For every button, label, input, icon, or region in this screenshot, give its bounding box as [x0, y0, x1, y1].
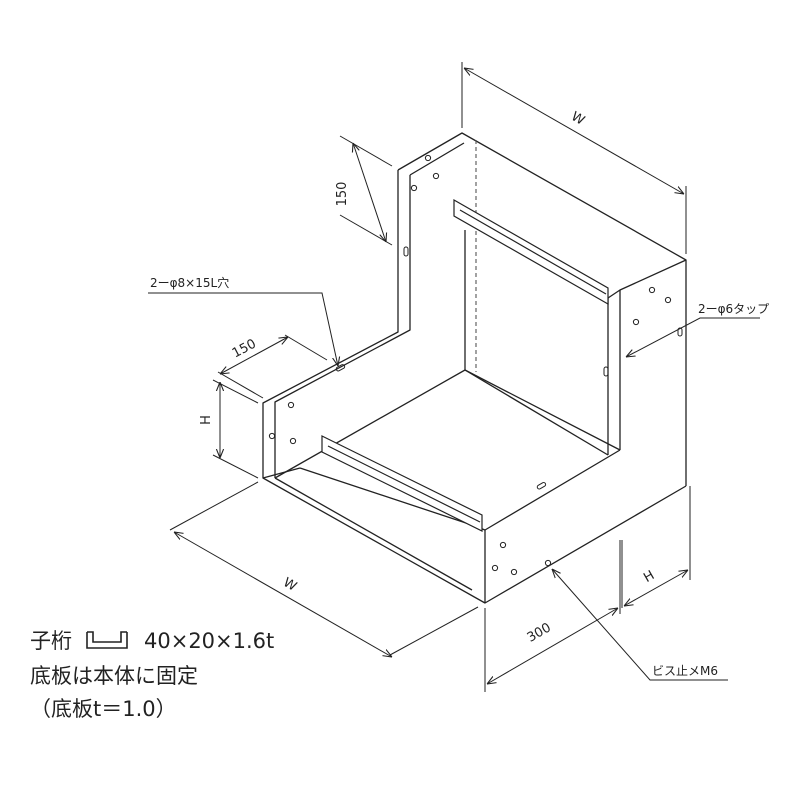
hole: [648, 286, 656, 294]
dim-flange-150-label: 150: [335, 182, 350, 207]
dim-height-right-label: H: [641, 568, 657, 586]
dim-bottom-w: [174, 532, 392, 657]
hole: [287, 401, 295, 409]
slot-hole: [403, 246, 409, 257]
note-crossbar-label: 子桁: [30, 629, 72, 653]
back-wall-inner: [409, 142, 465, 176]
leader-tap-hole: [626, 317, 760, 357]
slot-hole: [536, 482, 547, 490]
channel-section-icon: [84, 628, 130, 656]
leader-slot-hole: [148, 292, 338, 366]
hole: [289, 437, 297, 445]
note-line-3: （底板t＝1.0）: [30, 697, 177, 721]
hole: [424, 154, 432, 162]
dim-bottom-w-label: W: [280, 575, 299, 594]
callout-tap-hole: 2ーφ6タップ: [698, 302, 769, 316]
right-end-inner: [607, 289, 621, 450]
dim-depth-300-label: 300: [525, 620, 554, 645]
note-crossbar-spec: 40×20×1.6t: [144, 629, 275, 653]
floor-inner-right: [464, 369, 609, 456]
back-wall-outline: [397, 132, 687, 486]
cross-bar-upper: [453, 198, 609, 306]
left-flange-inner: [274, 175, 411, 478]
dim-height-right: [624, 570, 688, 606]
hole: [499, 541, 507, 549]
dim-side-150: [220, 337, 288, 374]
leaders: [148, 292, 760, 681]
hole: [632, 318, 640, 326]
dim-top-w: [464, 68, 684, 194]
note-line-1: 子桁 40×20×1.6t: [30, 628, 274, 656]
front-end-plate: [484, 485, 687, 604]
hole: [432, 172, 440, 180]
back-floor-line: [464, 369, 621, 451]
callout-slot-hole: 2ーφ8×15L穴: [150, 275, 229, 290]
hole: [491, 564, 499, 572]
hole: [510, 568, 518, 576]
right-end-plate: [619, 259, 687, 291]
tray-body: [262, 132, 687, 604]
front-inner-wall: [299, 467, 473, 526]
front-bottom-edge-2: [274, 477, 473, 591]
callout-screw: ビス止メM6: [652, 664, 718, 678]
floor-inner-left: [274, 369, 466, 479]
leader-screw: [552, 569, 728, 681]
dim-height-left-label: H: [199, 415, 214, 425]
dim-depth-300: [487, 608, 618, 684]
dimension-lines: [169, 62, 691, 692]
hole: [268, 432, 276, 440]
dim-flange-150: [353, 143, 386, 242]
dim-side-150-label: 150: [230, 336, 259, 361]
dim-top-w-label: W: [568, 109, 587, 128]
hole: [410, 184, 418, 192]
hole: [664, 296, 672, 304]
tap-hole-marker: [544, 559, 552, 567]
note-line-2: 底板は本体に固定: [30, 664, 198, 688]
front-end-top: [471, 449, 621, 531]
cross-bar-lower: [321, 435, 483, 532]
slot-hole: [603, 366, 609, 377]
